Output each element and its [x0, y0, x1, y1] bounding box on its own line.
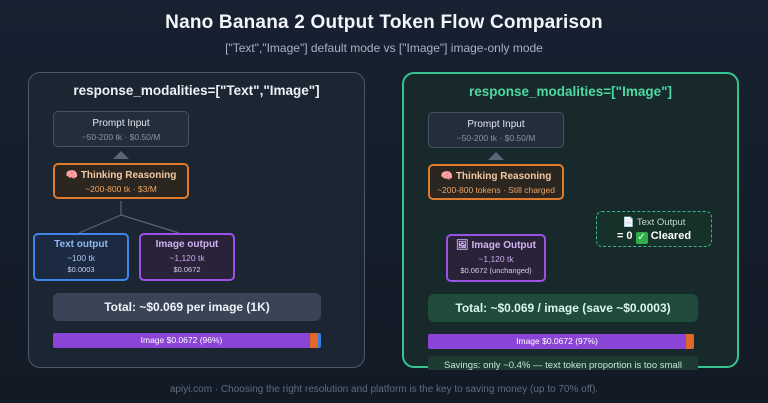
brain-icon: 🧠	[65, 170, 79, 181]
prompt-input-box: Prompt Input ~50-200 tk · $0.50/M	[428, 112, 564, 148]
text-output-box: Text output ~100 tk $0.0003	[33, 233, 129, 281]
total-cost-banner: Total: ~$0.069 per image (1K)	[53, 293, 321, 321]
footer-note: apiyi.com · Choosing the right resolutio…	[169, 384, 599, 395]
image-output-cost: $0.0672 (unchanged)	[460, 266, 532, 275]
prompt-input-title: Prompt Input	[467, 119, 525, 130]
cost-share-bar: Image $0.0672 (96%)	[53, 333, 321, 348]
diagram-title: Nano Banana 2 Output Token Flow Comparis…	[165, 12, 603, 33]
connector-line	[78, 214, 122, 234]
panel-title: response_modalities=["Text","Image"]	[73, 83, 320, 98]
savings-note: Savings: only ~0.4% — text token proport…	[428, 356, 698, 370]
image-output-box: Image output ~1,120 tk $0.0672	[139, 233, 235, 281]
arrow-up-icon	[113, 151, 129, 159]
prompt-input-title: Prompt Input	[92, 118, 150, 129]
bar-segment-text	[318, 333, 321, 348]
image-output-title: Image Output	[471, 240, 536, 251]
prompt-input-box: Prompt Input ~50-200 tk · $0.50/M	[53, 111, 189, 147]
panel-title: response_modalities=["Image"]	[469, 84, 672, 99]
bar-segment-thinking	[686, 334, 694, 349]
connector-lines	[78, 201, 180, 234]
image-output-cost: $0.0672	[173, 265, 201, 274]
bar-segment-image: Image $0.0672 (97%)	[428, 334, 686, 349]
bar-segment-thinking	[310, 333, 318, 348]
total-cost-banner: Total: ~$0.069 / image (save ~$0.0003)	[428, 294, 698, 322]
panel-image-only-mode: response_modalities=["Image"] Prompt Inp…	[402, 72, 739, 370]
text-output-status: Cleared	[650, 230, 692, 242]
connector-line	[120, 214, 180, 234]
panel-text-image-mode: response_modalities=["Text","Image"] Pro…	[28, 72, 365, 368]
text-output-value: = 0	[616, 230, 633, 242]
brain-icon: 🧠	[440, 171, 454, 182]
prompt-input-detail: ~50-200 tk · $0.50/M	[456, 133, 536, 143]
text-output-tokens: ~100 tk	[66, 253, 96, 263]
text-output-cost: $0.0003	[67, 265, 95, 274]
check-icon: ✓	[635, 232, 648, 244]
thinking-title: Thinking Reasoning	[455, 171, 552, 182]
diagram-subtitle: ["Text","Image"] default mode vs ["Image…	[225, 41, 543, 55]
text-output-title: Text output	[54, 239, 108, 250]
thinking-reasoning-box: 🧠 Thinking Reasoning ~200-800 tk · $3/M	[53, 163, 189, 199]
image-output-tokens: ~1,120 tk	[478, 254, 514, 264]
cost-share-bar: Image $0.0672 (97%)	[428, 334, 694, 349]
bar-segment-image: Image $0.0672 (96%)	[53, 333, 310, 348]
image-output-box: 🖼 Image Output ~1,120 tk $0.0672 (unchan…	[446, 234, 546, 282]
image-output-title: Image output	[155, 239, 219, 250]
picture-icon: 🖼	[456, 240, 469, 251]
arrow-up-icon	[488, 152, 504, 160]
image-output-tokens: ~1,120 tk	[169, 253, 205, 263]
thinking-detail: ~200-800 tk · $3/M	[85, 184, 157, 194]
thinking-reasoning-box: 🧠 Thinking Reasoning ~200-800 tokens · S…	[428, 164, 564, 200]
text-output-cleared-box: 📄 Text Output = 0 ✓ Cleared	[596, 211, 712, 247]
text-output-label: Text Output	[636, 217, 686, 228]
prompt-input-detail: ~50-200 tk · $0.50/M	[81, 132, 161, 142]
thinking-detail: ~200-800 tokens · Still charged	[437, 185, 555, 195]
document-icon: 📄	[622, 217, 635, 228]
thinking-title: Thinking Reasoning	[80, 170, 177, 181]
